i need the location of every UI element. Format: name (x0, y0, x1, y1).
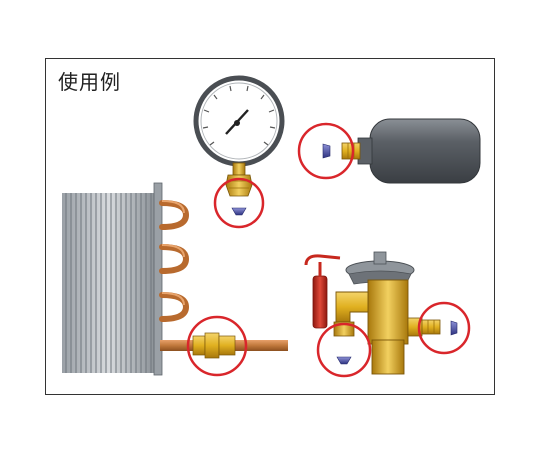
union-nut-right (218, 335, 236, 356)
seal-washer-icon (231, 207, 247, 216)
capillary-tube (304, 254, 341, 266)
outlet-flare-nut (421, 319, 441, 335)
gauge-ticks (202, 85, 276, 146)
page-title: 使用例 (58, 70, 121, 94)
highlight-circle-valve-outlet (417, 301, 471, 355)
expansion-valve (304, 251, 471, 378)
coil-end-plate (153, 182, 163, 376)
sensing-bulb (312, 275, 328, 329)
valve-body (367, 279, 409, 345)
gas-cylinder (297, 118, 481, 184)
union-hex (204, 332, 220, 359)
gauge-stem (232, 162, 246, 176)
highlight-circle-gauge (213, 177, 265, 229)
gauge-pivot (234, 120, 240, 126)
seal-washer-icon (450, 320, 458, 336)
pressure-gauge (193, 75, 285, 229)
highlight-circle-valve-inlet (316, 322, 372, 378)
coil-u-bends (159, 200, 190, 322)
highlight-circle-cylinder (297, 122, 355, 180)
valve-lower-body (371, 339, 405, 375)
condenser-coil (62, 182, 288, 377)
seal-washer-icon (336, 356, 352, 365)
cylinder-flare-nut (341, 142, 361, 160)
union-nut-left (192, 335, 206, 356)
coil-fins (62, 193, 156, 373)
seal-washer-icon (322, 143, 331, 159)
valve-inlet-elbow (335, 291, 369, 323)
highlight-circle-coil (186, 315, 248, 377)
cylinder-body (369, 118, 481, 184)
fin-lines (65, 193, 152, 373)
